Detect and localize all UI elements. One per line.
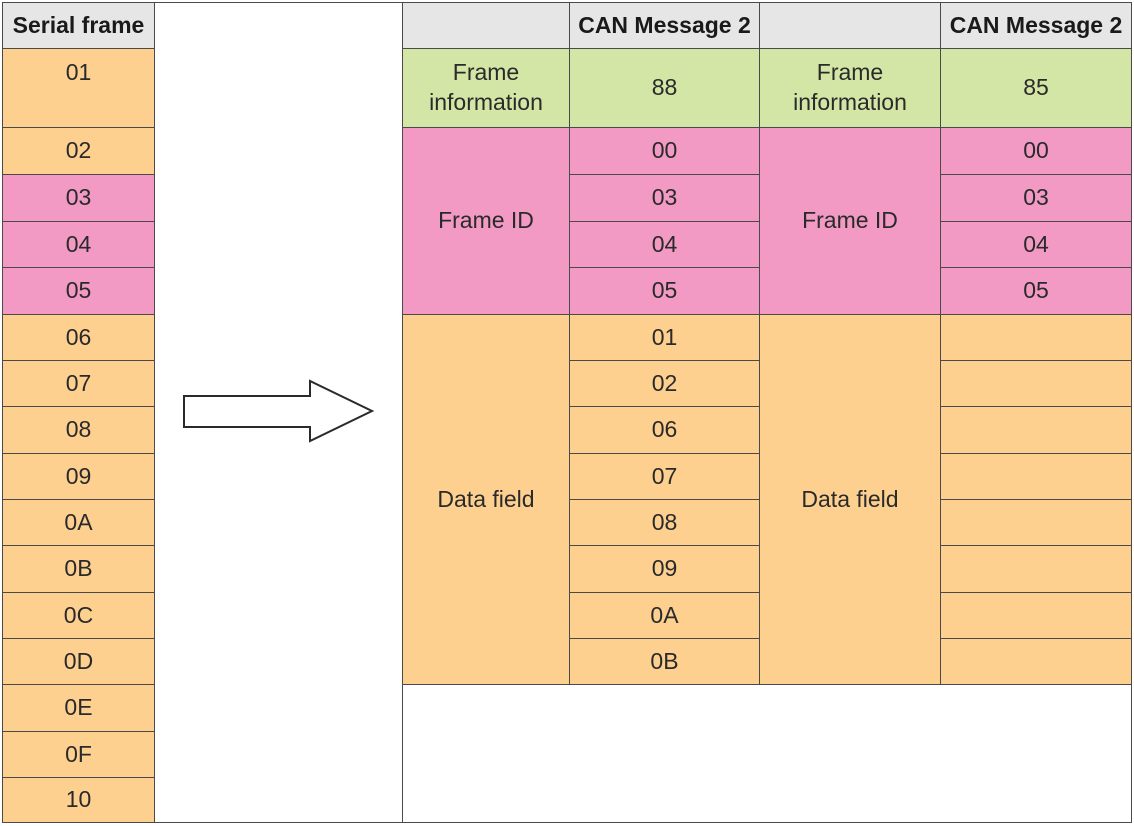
can2-frame-id-byte: 03 <box>940 174 1132 222</box>
serial-byte: 0D <box>2 638 155 685</box>
serial-byte: 08 <box>2 406 155 454</box>
can1-data-field-label: Data field <box>402 314 570 685</box>
serial-byte: 0E <box>2 684 155 732</box>
can2-data-byte <box>940 453 1132 500</box>
can1-frame-id-byte: 05 <box>569 267 760 315</box>
can1-data-byte: 02 <box>569 360 760 407</box>
can2-frame-id-byte: 04 <box>940 221 1132 268</box>
serial-frame-header: Serial frame <box>2 2 155 49</box>
can2-data-byte <box>940 545 1132 593</box>
can2-frame-id-byte: 05 <box>940 267 1132 315</box>
can1-frame-info-label: Frame information <box>402 48 570 128</box>
serial-byte: 04 <box>2 221 155 268</box>
header-blank-cell <box>402 2 570 49</box>
can2-frame-info-value: 85 <box>940 48 1132 128</box>
can2-data-byte <box>940 499 1132 546</box>
can2-data-byte <box>940 638 1132 685</box>
serial-byte: 02 <box>2 127 155 175</box>
can1-data-byte: 08 <box>569 499 760 546</box>
can1-data-byte: 01 <box>569 314 760 361</box>
can-message-1-header: CAN Message 2 <box>569 2 760 49</box>
can2-frame-id-label: Frame ID <box>759 127 941 315</box>
can2-frame-info-label: Frame information <box>759 48 941 128</box>
can1-frame-id-byte: 04 <box>569 221 760 268</box>
can-message-2-header: CAN Message 2 <box>940 2 1132 49</box>
can1-frame-id-byte: 00 <box>569 127 760 175</box>
serial-byte: 10 <box>2 777 155 823</box>
can2-frame-id-byte: 00 <box>940 127 1132 175</box>
can1-data-byte: 0B <box>569 638 760 685</box>
can2-data-byte <box>940 592 1132 639</box>
can1-frame-id-byte: 03 <box>569 174 760 222</box>
empty-area <box>402 684 1132 823</box>
can1-frame-info-value: 88 <box>569 48 760 128</box>
can2-data-byte <box>940 406 1132 454</box>
serial-byte: 09 <box>2 453 155 500</box>
can2-data-byte <box>940 360 1132 407</box>
header-blank-cell <box>759 2 941 49</box>
can1-data-byte: 0A <box>569 592 760 639</box>
serial-byte: 03 <box>2 174 155 222</box>
serial-byte: 0B <box>2 545 155 593</box>
can1-frame-id-label: Frame ID <box>402 127 570 315</box>
can2-data-byte <box>940 314 1132 361</box>
serial-byte: 07 <box>2 360 155 407</box>
can1-data-byte: 06 <box>569 406 760 454</box>
serial-byte: 05 <box>2 267 155 315</box>
serial-byte: 06 <box>2 314 155 361</box>
can1-data-byte: 09 <box>569 545 760 593</box>
can1-data-byte: 07 <box>569 453 760 500</box>
can2-data-field-label: Data field <box>759 314 941 685</box>
serial-byte: 0F <box>2 731 155 778</box>
